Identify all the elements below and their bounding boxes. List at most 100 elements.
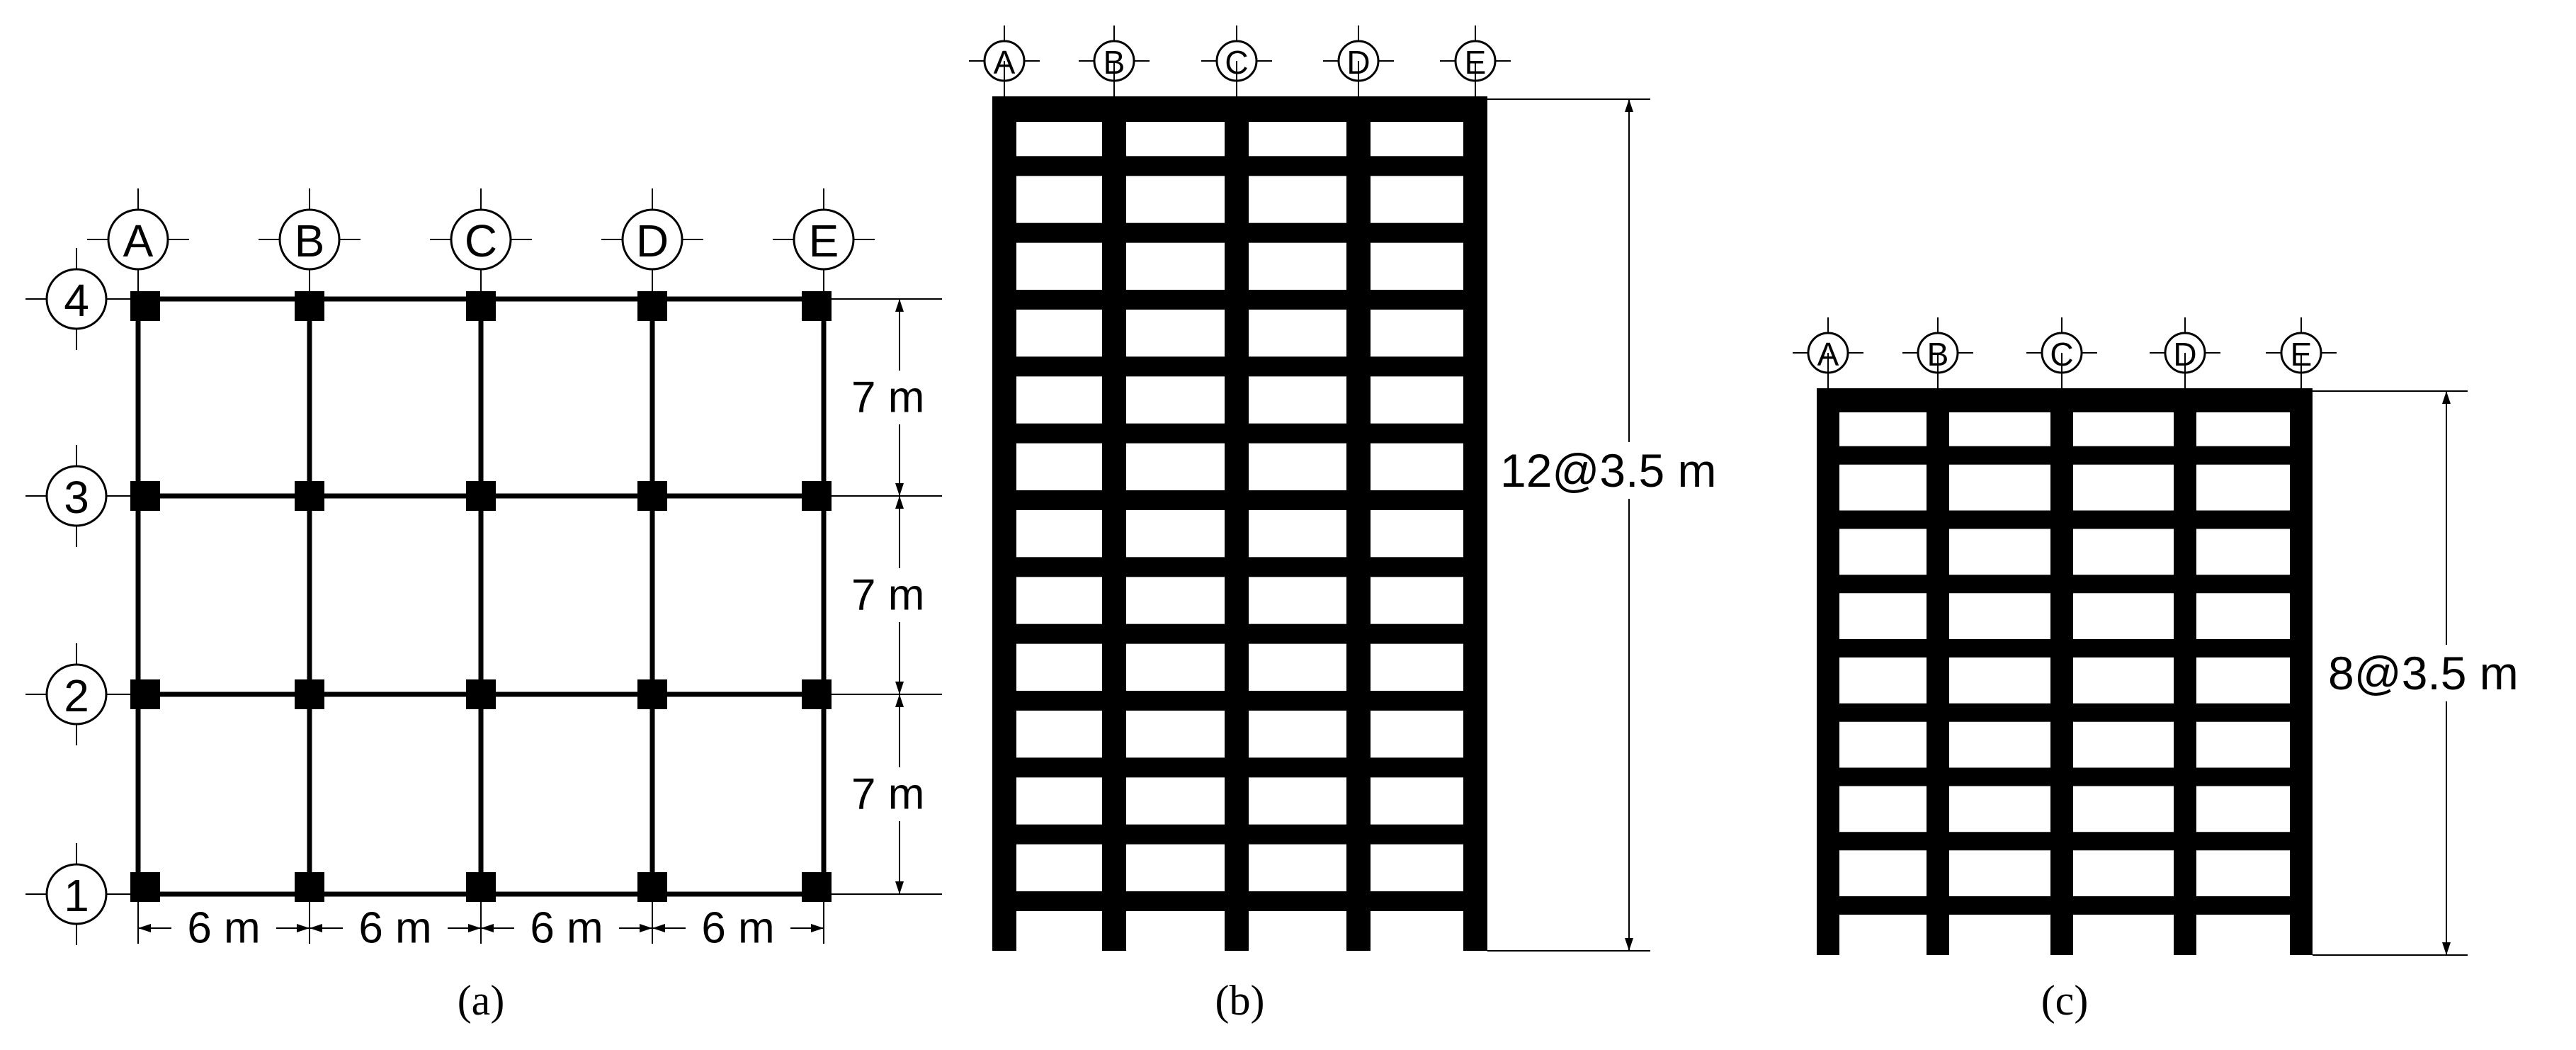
dimension-text-mask [686,904,790,952]
plan-column [802,872,832,902]
axis-label-e: E [2291,336,2313,373]
dimension-text-mask [171,904,276,952]
axis-bubble-b: B [259,188,361,290]
bay-dimension-4: 6 m [701,904,774,953]
frame-12-story [992,96,1487,951]
arrowhead [297,924,310,932]
axis-label-a: A [123,215,154,266]
height-dimension-c [2313,390,2468,956]
axis-label-1: 1 [64,870,89,921]
height-dimension-b [1487,98,1650,952]
arrowhead [895,881,904,894]
axis-label-b: B [1103,44,1125,81]
axis-bubble-a: A [1793,317,1863,391]
axis-bubble-b: B [1902,317,1973,391]
dimension-text-mask [892,568,907,622]
arrowhead [895,299,904,312]
height-label-b: 12@3.5 m [1500,444,1716,497]
elevation-8-story: A B C D E 8@3.5 m (c) [1793,317,2519,1024]
axis-bubble-e: E [1440,26,1511,99]
axis-label-a: A [1817,336,1839,373]
arrowhead [310,924,322,932]
caption-c: (c) [2041,977,2089,1024]
plan-grid-lines [99,269,827,897]
caption-a: (a) [458,977,505,1024]
arrowhead [138,924,151,932]
frame-column [1102,96,1126,951]
frame-8-story [1817,388,2313,955]
axis-bubble-a: A [87,188,189,290]
axis-label-3: 3 [64,472,89,523]
axis-label-b: B [1927,336,1949,373]
axis-bubble-a: A [969,26,1040,99]
plan-column [466,481,496,511]
dimension-text-mask [343,904,448,952]
axis-bubble-3: 3 [25,445,127,547]
arrowhead [895,694,904,707]
plan-row-axis-bubbles: 4 3 2 1 [25,248,127,945]
axis-bubble-d: D [601,188,703,290]
bay-dimension-2: 6 m [358,904,431,953]
bay-dimension-3: 6 m [530,904,603,953]
plan-span-dimensions: 7 m 7 m 7 m [824,298,942,895]
frame-column [1927,388,1949,955]
arrowhead [652,924,665,932]
axis-label-d: D [1346,44,1370,81]
axis-label-b: B [295,215,325,266]
axis-bubble-e: E [773,188,875,290]
arrowhead [481,924,494,932]
frame-column [2050,388,2073,955]
bay-dimension-1: 6 m [187,904,260,953]
elevation-b-axis-bubbles: A B C D E [969,26,1511,99]
frame-column [2174,388,2196,955]
axis-bubble-e: E [2266,317,2337,391]
plan-column [130,481,160,511]
axis-label-d: D [2173,336,2196,373]
axis-label-d: D [636,215,669,266]
axis-label-c: C [1225,44,1248,81]
plan-column [295,679,324,709]
height-label-c: 8@3.5 m [2328,647,2519,699]
axis-bubble-4: 4 [25,248,127,350]
plan-column-axis-bubbles: A B C D E [87,188,875,290]
span-dimension-2: 7 m [851,571,924,620]
plan-column [637,481,667,511]
frame-column [1346,96,1371,951]
axis-bubble-c: C [2026,317,2097,391]
arrowhead [811,924,824,932]
span-dimension-3: 7 m [851,770,924,819]
caption-b: (b) [1215,977,1265,1024]
axis-bubble-c: C [1201,26,1272,99]
plan-column [466,291,496,321]
axis-label-2: 2 [64,670,89,721]
span-dimension-1: 7 m [851,373,924,422]
axis-label-e: E [809,215,839,266]
elevation-12-story: A B C D E 12@3.5 m (b) [969,26,1716,1024]
axis-bubble-d: D [1323,26,1394,99]
axis-label-c: C [2050,336,2073,373]
plan-column [637,679,667,709]
plan-column [130,872,160,902]
axis-label-a: A [994,44,1016,81]
arrowhead [2442,942,2451,955]
plan-column [295,291,324,321]
plan-bay-dimensions: 6 m 6 m 6 m 6 m [137,894,824,953]
plan-column [637,291,667,321]
axis-label-e: E [1465,44,1487,81]
frame-column [1463,96,1487,951]
arrowhead [640,924,652,932]
arrowhead [895,483,904,496]
arrowhead [2442,391,2451,404]
axis-bubble-c: C [430,188,532,290]
axis-bubble-d: D [2150,317,2220,391]
plan-column [295,481,324,511]
frame-column [2290,388,2313,955]
plan-column [130,291,160,321]
dimension-text-mask [1621,442,1638,499]
arrowhead [1625,938,1633,951]
arrowhead [468,924,481,932]
axis-bubble-b: B [1079,26,1150,99]
